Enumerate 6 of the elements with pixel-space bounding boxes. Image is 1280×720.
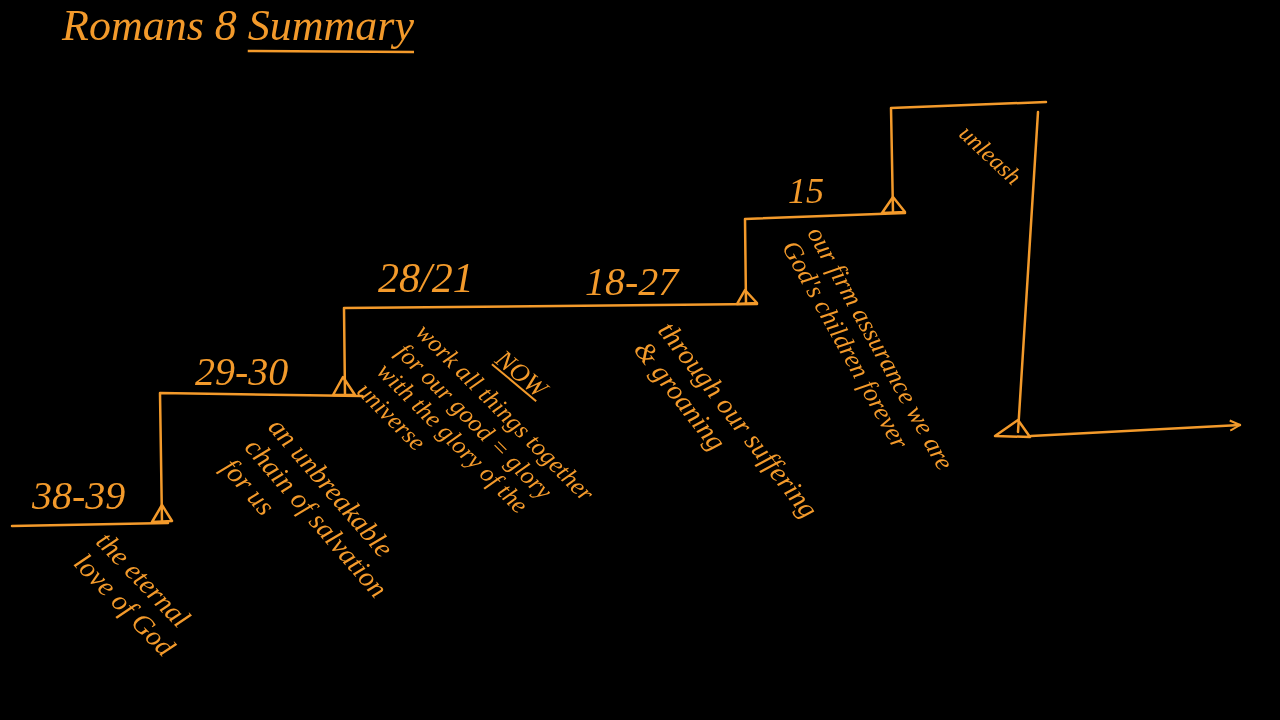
- verse-reference: 18-27: [585, 260, 679, 304]
- verse-reference: 38-39: [32, 474, 126, 518]
- verse-reference: 28/21: [378, 255, 474, 302]
- title: Romans 8 Summary: [62, 2, 414, 51]
- verse-reference: 15: [788, 172, 824, 212]
- verse-reference: 29-30: [195, 350, 289, 394]
